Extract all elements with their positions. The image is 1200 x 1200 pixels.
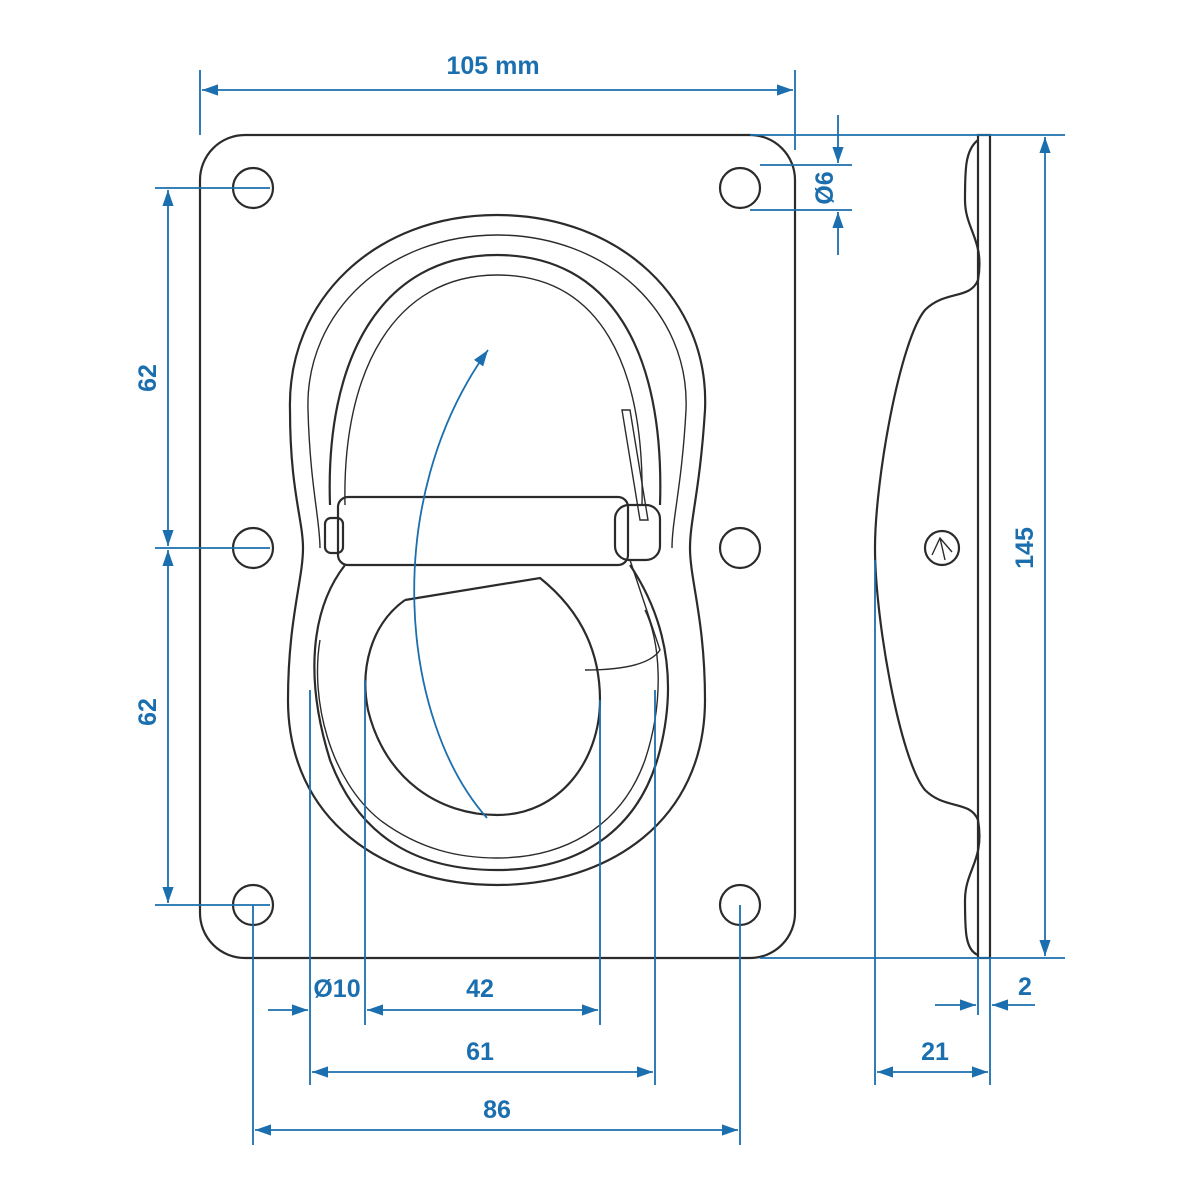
mounting-hole [718,166,762,210]
hinge-end [323,516,345,555]
dimension-lines [155,70,1065,1145]
ring-lower-inner [316,609,659,859]
depth-label: 21 [921,1038,949,1066]
recess-inner-outline [307,234,687,549]
dimension-labels: 105 mm Ø6 62 62 145 Ø10 42 61 86 2 21 [134,52,1039,1124]
ring-upper [328,253,662,506]
ring-diameter-label: Ø10 [313,975,360,1003]
mounting-hole [718,526,762,570]
ring-hinge-bar [336,495,630,567]
plate-thickness-label: 2 [1018,973,1032,1001]
logo-stamp [923,529,961,567]
height-label: 145 [1011,527,1039,569]
mounting-holes [231,166,762,927]
ring-upper-inner [344,274,643,506]
rotation-arrow [413,349,489,819]
front-view [198,133,797,960]
side-profile [873,139,981,957]
ring-inner-label: 42 [466,975,494,1003]
width-label: 105 mm [446,52,539,80]
ring-lower [313,564,670,872]
upper-hole-spacing-label: 62 [134,364,162,392]
lower-hole-spacing-label: 62 [134,698,162,726]
hinge-end [613,503,662,562]
ring-opening [364,576,602,817]
logo-mark [931,536,953,561]
horizontal-hole-spacing-label: 86 [483,1096,511,1124]
hole-diameter-label: Ø6 [811,171,839,204]
ring-outer-label: 61 [466,1038,494,1066]
side-view [873,133,992,960]
spring-pin [584,409,661,671]
base-plate [198,133,797,960]
recess-outline [286,213,707,887]
